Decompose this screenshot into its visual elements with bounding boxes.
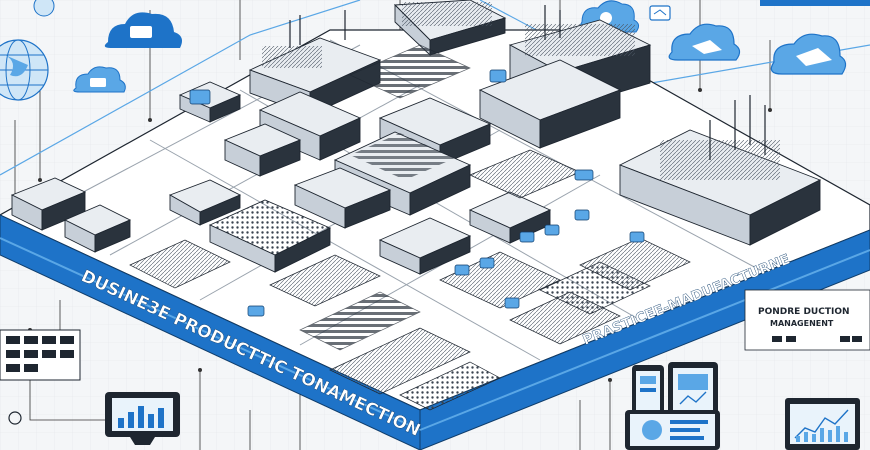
tablet-icon xyxy=(625,410,720,450)
building-block xyxy=(393,0,507,57)
building-block xyxy=(63,204,132,253)
building-block xyxy=(258,91,362,161)
management-panel: PONDRE DUCTION MANAGENENT xyxy=(744,289,870,351)
panel-title-line2: MANAGENENT xyxy=(770,319,834,328)
blue-machines xyxy=(189,69,645,317)
globe-icon xyxy=(0,39,49,101)
monitor-icon xyxy=(105,392,180,445)
cloud-icon xyxy=(73,66,126,93)
cloud-icon xyxy=(770,33,847,75)
top-right-bar xyxy=(760,0,870,6)
left-info-tiles xyxy=(0,329,81,425)
building-block xyxy=(208,199,332,273)
panel-title-line1: PONDRE DUCTION xyxy=(758,307,850,317)
cloud-icon xyxy=(668,23,741,61)
building-block xyxy=(223,123,302,177)
machinery-rows xyxy=(129,44,691,411)
left-panel-stripe xyxy=(0,237,421,431)
building-block xyxy=(618,129,822,246)
tablet-icon xyxy=(649,5,671,21)
building-block xyxy=(378,217,472,275)
building-block xyxy=(478,59,622,149)
chimneys xyxy=(289,5,766,160)
building-block xyxy=(293,167,392,229)
gear-icon xyxy=(8,411,22,425)
chart-icon xyxy=(794,409,849,442)
accent-line-left xyxy=(0,0,361,176)
building-block xyxy=(168,179,242,226)
monitor-icon xyxy=(785,398,860,450)
globe-icon xyxy=(33,0,55,17)
right-panel-stripe xyxy=(419,249,870,431)
buildings xyxy=(10,0,822,275)
phone-icon xyxy=(632,365,664,420)
building-block xyxy=(10,177,87,231)
cloud-icon xyxy=(104,12,182,48)
left-side-panel xyxy=(0,214,421,450)
